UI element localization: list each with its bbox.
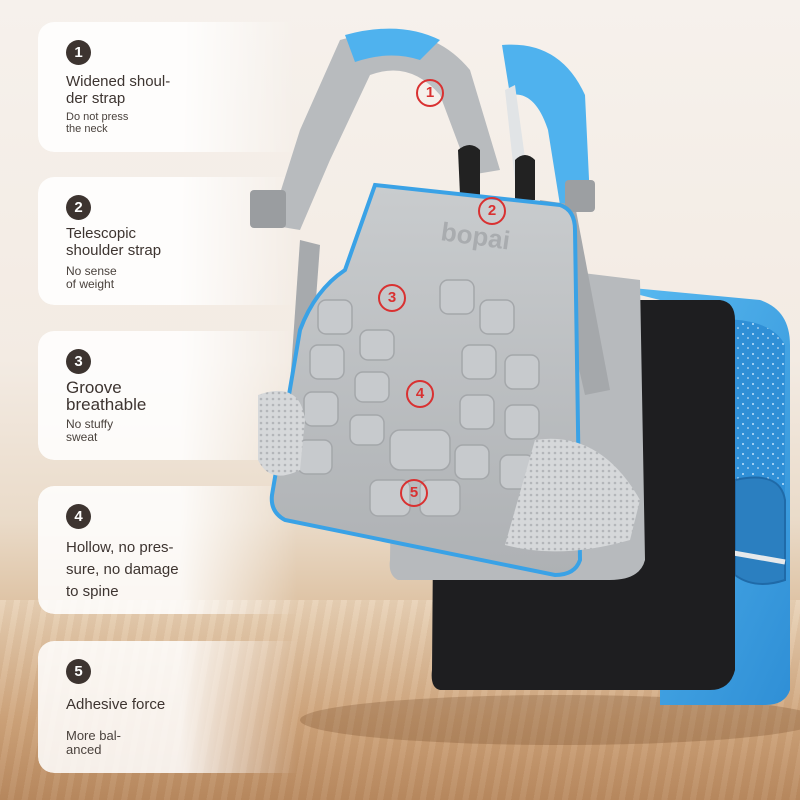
marker-4: 4 <box>406 380 434 408</box>
feature-number-badge: 1 <box>66 40 91 65</box>
foam-grooves <box>297 279 540 517</box>
side-mesh-pocket <box>734 476 786 585</box>
right-shoulder-strap <box>502 44 590 206</box>
strap-blue-top <box>345 28 440 63</box>
left-mesh-wing <box>258 390 305 476</box>
right-mesh-wing <box>505 438 640 552</box>
feature-number-badge: 5 <box>66 659 91 684</box>
feature-title: Widened shoul- der strap <box>66 73 171 107</box>
strap-buckle <box>250 190 286 228</box>
marker-1: 1 <box>416 79 444 107</box>
bag-shadow <box>300 695 800 745</box>
feature-title: Groove breathable <box>66 378 147 414</box>
feature-card-4: 4 Hollow, no pres- sure, no damage to sp… <box>38 486 298 614</box>
feature-card-3: 3 Groove breathable No stuffy sweat <box>38 331 298 460</box>
feature-title: Telescopic shoulder strap <box>66 225 162 259</box>
feature-number-badge: 3 <box>66 349 91 374</box>
feature-description: Do not press the neck <box>66 111 129 135</box>
marker-3: 3 <box>378 284 406 312</box>
marker-2: 2 <box>478 197 506 225</box>
feature-card-5: 5 Adhesive force More bal- anced <box>38 641 298 773</box>
left-shoulder-strap <box>270 32 500 230</box>
feature-number-badge: 2 <box>66 195 91 220</box>
feature-description: More bal- anced <box>66 728 121 757</box>
strap-hook-left <box>458 145 480 195</box>
strap-hook-right <box>515 155 535 200</box>
marker-5: 5 <box>400 479 428 507</box>
feature-title: Hollow, no pres- sure, no damage to spin… <box>66 539 179 600</box>
feature-description: No sense of weight <box>66 264 117 291</box>
feature-title: Adhesive force <box>66 696 166 713</box>
feature-description: No stuffy sweat <box>66 417 114 444</box>
feature-number-badge: 4 <box>66 504 91 529</box>
feature-card-1: 1 Widened shoul- der strap Do not press … <box>38 22 298 152</box>
feature-card-2: 2 Telescopic shoulder strap No sense of … <box>38 177 298 305</box>
adjust-buckle <box>565 180 595 212</box>
